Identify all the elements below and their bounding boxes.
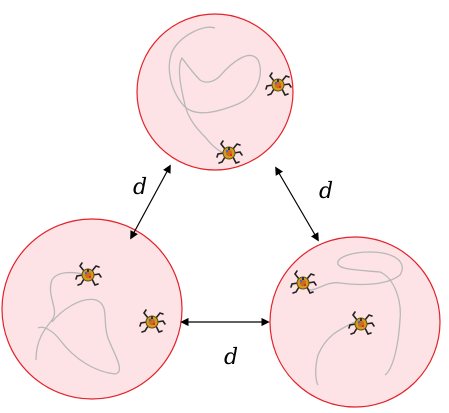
arrow-top-left (130, 164, 171, 240)
bottom-right-arena (269, 236, 441, 408)
distance-label-bottom: d (224, 345, 238, 370)
top-trajectory (168, 26, 262, 156)
bottom-left-arena-circle (1, 218, 183, 400)
top-arena (136, 13, 294, 171)
distance-label-left: d (133, 175, 147, 200)
bottom-right-trajectory (302, 251, 403, 386)
top-arena-circle (136, 13, 294, 171)
bottom-left-trajectory (35, 271, 121, 375)
distance-label-right: d (319, 179, 333, 204)
arrow-top-right (275, 166, 319, 242)
bottom-left-arena (1, 218, 183, 400)
